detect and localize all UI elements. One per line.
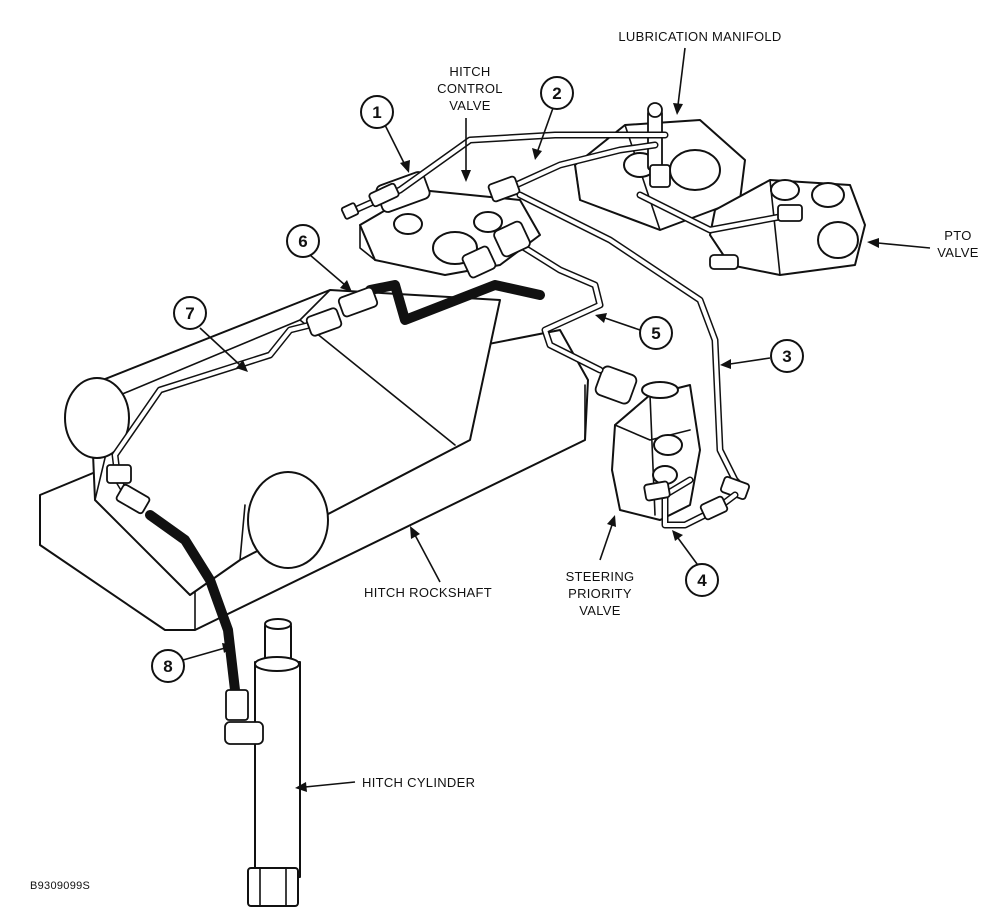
figure-id: B9309099S — [30, 880, 90, 892]
callout-2: 2 — [540, 76, 574, 110]
callout-4: 4 — [685, 563, 719, 597]
svg-text:1: 1 — [372, 103, 381, 122]
hitch-control-valve — [359, 171, 541, 276]
hitch-rockshaft — [39, 289, 589, 631]
svg-text:STEERING: STEERING — [566, 569, 635, 584]
svg-text:8: 8 — [163, 657, 172, 676]
line-3 — [516, 191, 803, 501]
svg-text:VALVE: VALVE — [449, 98, 491, 113]
line-6 — [337, 280, 545, 325]
svg-text:5: 5 — [651, 324, 660, 343]
callout-6: 6 — [286, 224, 320, 258]
line-8 — [145, 510, 264, 745]
line-4 — [643, 476, 739, 529]
callout-7: 7 — [173, 296, 207, 330]
svg-text:3: 3 — [782, 347, 791, 366]
line-5 — [461, 220, 604, 374]
pto-valve — [709, 179, 866, 276]
line-2 — [487, 141, 659, 203]
lubrication-manifold — [574, 102, 746, 231]
svg-text:PTO: PTO — [944, 228, 971, 243]
line-7 — [106, 307, 343, 515]
callout-1: 1 — [360, 95, 394, 129]
label-hitch-control-valve: HITCH CONTROL VALVE — [437, 64, 503, 113]
callout-3: 3 — [770, 339, 804, 373]
svg-text:2: 2 — [552, 84, 561, 103]
line-1 — [340, 131, 669, 220]
label-steering-priority-valve: STEERING PRIORITY VALVE — [566, 569, 635, 618]
svg-text:6: 6 — [298, 232, 307, 251]
callout-5: 5 — [639, 316, 673, 350]
label-lubrication-manifold: LUBRICATION MANIFOLD — [618, 29, 781, 44]
leader-lines — [182, 47, 931, 792]
svg-text:VALVE: VALVE — [579, 603, 621, 618]
svg-text:4: 4 — [697, 571, 707, 590]
callout-8: 8 — [151, 649, 185, 683]
svg-text:HITCH: HITCH — [449, 64, 490, 79]
svg-text:7: 7 — [185, 304, 194, 323]
svg-text:CONTROL: CONTROL — [437, 81, 503, 96]
label-hitch-cylinder: HITCH CYLINDER — [362, 775, 475, 790]
label-pto-valve: PTO VALVE — [937, 228, 979, 260]
svg-text:VALVE: VALVE — [937, 245, 979, 260]
label-hitch-rockshaft: HITCH ROCKSHAFT — [364, 585, 492, 600]
svg-text:PRIORITY: PRIORITY — [568, 586, 632, 601]
hitch-cylinder — [247, 618, 301, 907]
